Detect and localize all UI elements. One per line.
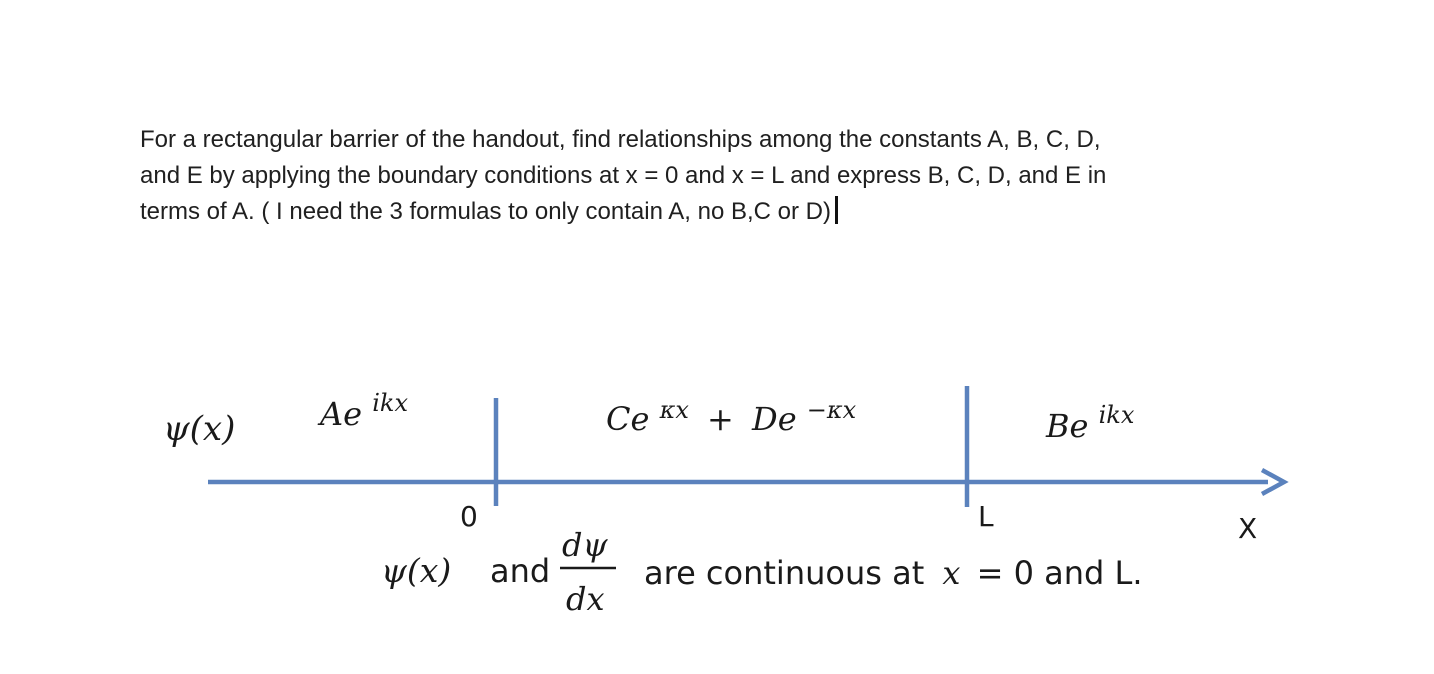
psi-label: ψ(x) — [163, 409, 235, 449]
caption-and: and — [490, 552, 550, 590]
caption-continuity: are continuous at x = 0 and L. — [644, 554, 1143, 592]
question-line-1: For a rectangular barrier of the handout… — [140, 126, 1101, 153]
question-line-3: terms of A. ( I need the 3 formulas to o… — [140, 194, 1300, 230]
boundary-left-label: 0 — [460, 500, 478, 533]
region3-wavefunction: Be ikx — [1045, 401, 1135, 445]
caption-x: x — [942, 554, 960, 592]
region3-exponent: ikx — [1099, 401, 1135, 429]
region1-exponent: ikx — [372, 389, 408, 417]
text-cursor — [835, 196, 838, 224]
region2-d-exponent: −κx — [807, 396, 857, 424]
region2-plus: + — [707, 400, 734, 438]
region2-c-exponent: κx — [659, 396, 690, 424]
question-text: For a rectangular barrier of the handout… — [140, 122, 1300, 230]
region2-wavefunction: Ce κx + De −κx — [606, 388, 857, 438]
derivative-numerator: dψ — [562, 526, 608, 564]
boundary-right-label: L — [978, 500, 994, 533]
region1-wavefunction: Ae ikx — [317, 389, 408, 433]
region3-base: Be — [1045, 407, 1088, 445]
question-line-2: and E by applying the boundary condition… — [140, 162, 1107, 189]
region2-d-base: De — [751, 400, 797, 438]
caption-psi: ψ(x) — [381, 551, 451, 590]
region1-base: Ae — [317, 395, 362, 433]
region2-c-base: Ce — [606, 400, 649, 438]
derivative-denominator: dx — [566, 580, 605, 618]
x-axis-label: X — [1238, 512, 1257, 545]
x-axis-arrowhead — [1260, 468, 1289, 496]
question-line-3-text: terms of A. ( I need the 3 formulas to o… — [140, 198, 831, 225]
caption-rest-after-x: = 0 and L. — [977, 554, 1143, 592]
caption-rest-before-x: are continuous at — [644, 554, 924, 592]
